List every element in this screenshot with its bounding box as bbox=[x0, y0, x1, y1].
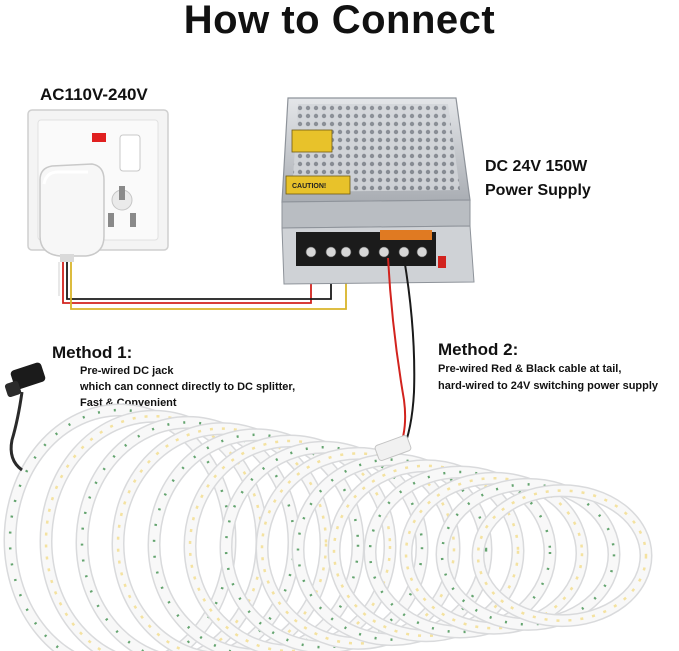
strip-led-chips bbox=[440, 483, 616, 626]
strip-led-chips bbox=[476, 489, 648, 622]
strip-led-chips bbox=[152, 433, 360, 651]
method2-heading: Method 2: bbox=[438, 340, 519, 359]
dc-output-wires bbox=[387, 257, 416, 453]
strip-led-chips bbox=[332, 464, 520, 638]
strip-led-chips bbox=[224, 445, 424, 649]
page-title: How to Connect bbox=[183, 0, 496, 42]
method2-description: Pre-wired Red & Black cable at tail, har… bbox=[438, 361, 658, 395]
power-supply-rating: DC 24V 150W bbox=[485, 158, 588, 175]
power-supply-name: Power Supply bbox=[485, 182, 591, 199]
strip-led-chips bbox=[188, 439, 392, 651]
method2-line: hard-wired to 24V switching power supply bbox=[438, 380, 659, 392]
method1-line: Pre-wired DC jack bbox=[80, 365, 174, 377]
caution-text: CAUTION! bbox=[292, 183, 326, 190]
strip-led-chips bbox=[368, 470, 552, 634]
ac-voltage-label: AC110V-240V bbox=[40, 85, 148, 104]
strip-led-chips bbox=[404, 476, 584, 630]
strip-tail-connection bbox=[374, 435, 412, 461]
strip-led-chips bbox=[296, 458, 488, 641]
caution-sticker bbox=[291, 129, 333, 153]
dc-jack-connector bbox=[4, 362, 46, 472]
method1-description: Pre-wired DC jack which can connect dire… bbox=[80, 363, 295, 411]
strip-led-chips bbox=[260, 452, 456, 645]
power-plug bbox=[39, 163, 105, 262]
led-strip-reel bbox=[3, 403, 653, 651]
outlet-indicator-light bbox=[92, 133, 106, 142]
method2-line: Pre-wired Red & Black cable at tail, bbox=[438, 363, 622, 375]
method1-heading: Method 1: bbox=[52, 343, 133, 362]
method1-line: which can connect directly to DC splitte… bbox=[80, 381, 296, 393]
strip-led-chips bbox=[116, 427, 328, 651]
power-supply-label: DC 24V 150W Power Supply bbox=[485, 155, 591, 203]
power-supply-unit: CAUTION! bbox=[281, 97, 475, 285]
outlet-switch bbox=[119, 134, 141, 172]
